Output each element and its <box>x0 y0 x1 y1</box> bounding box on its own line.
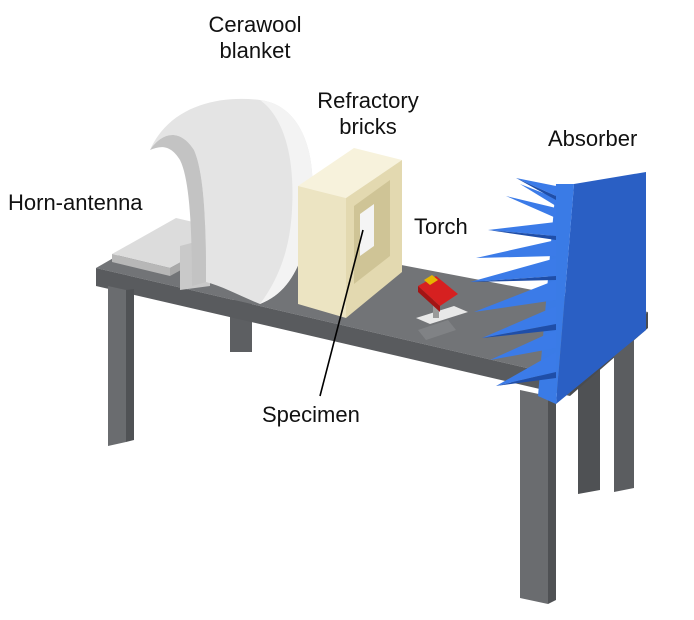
label-refractory-line2: bricks <box>339 114 397 139</box>
label-refractory-bricks: Refractory bricks <box>306 88 430 140</box>
label-absorber: Absorber <box>548 126 638 151</box>
label-specimen: Specimen <box>262 402 360 427</box>
label-cerawool-line1: Cerawool <box>208 12 302 37</box>
refractory-bricks <box>298 148 402 318</box>
specimen-plate <box>360 204 374 256</box>
label-cerawool-blanket: Cerawool blanket <box>196 12 314 64</box>
label-horn-antenna: Horn-antenna <box>8 190 143 215</box>
label-refractory-line1: Refractory <box>317 88 419 113</box>
label-torch: Torch <box>414 214 468 239</box>
table-front-legs <box>108 286 634 604</box>
specimen-pointer <box>319 229 364 397</box>
absorber <box>470 172 646 404</box>
torch <box>416 275 468 340</box>
table-front-edge <box>96 268 570 396</box>
label-cerawool-line2: blanket <box>219 38 291 63</box>
